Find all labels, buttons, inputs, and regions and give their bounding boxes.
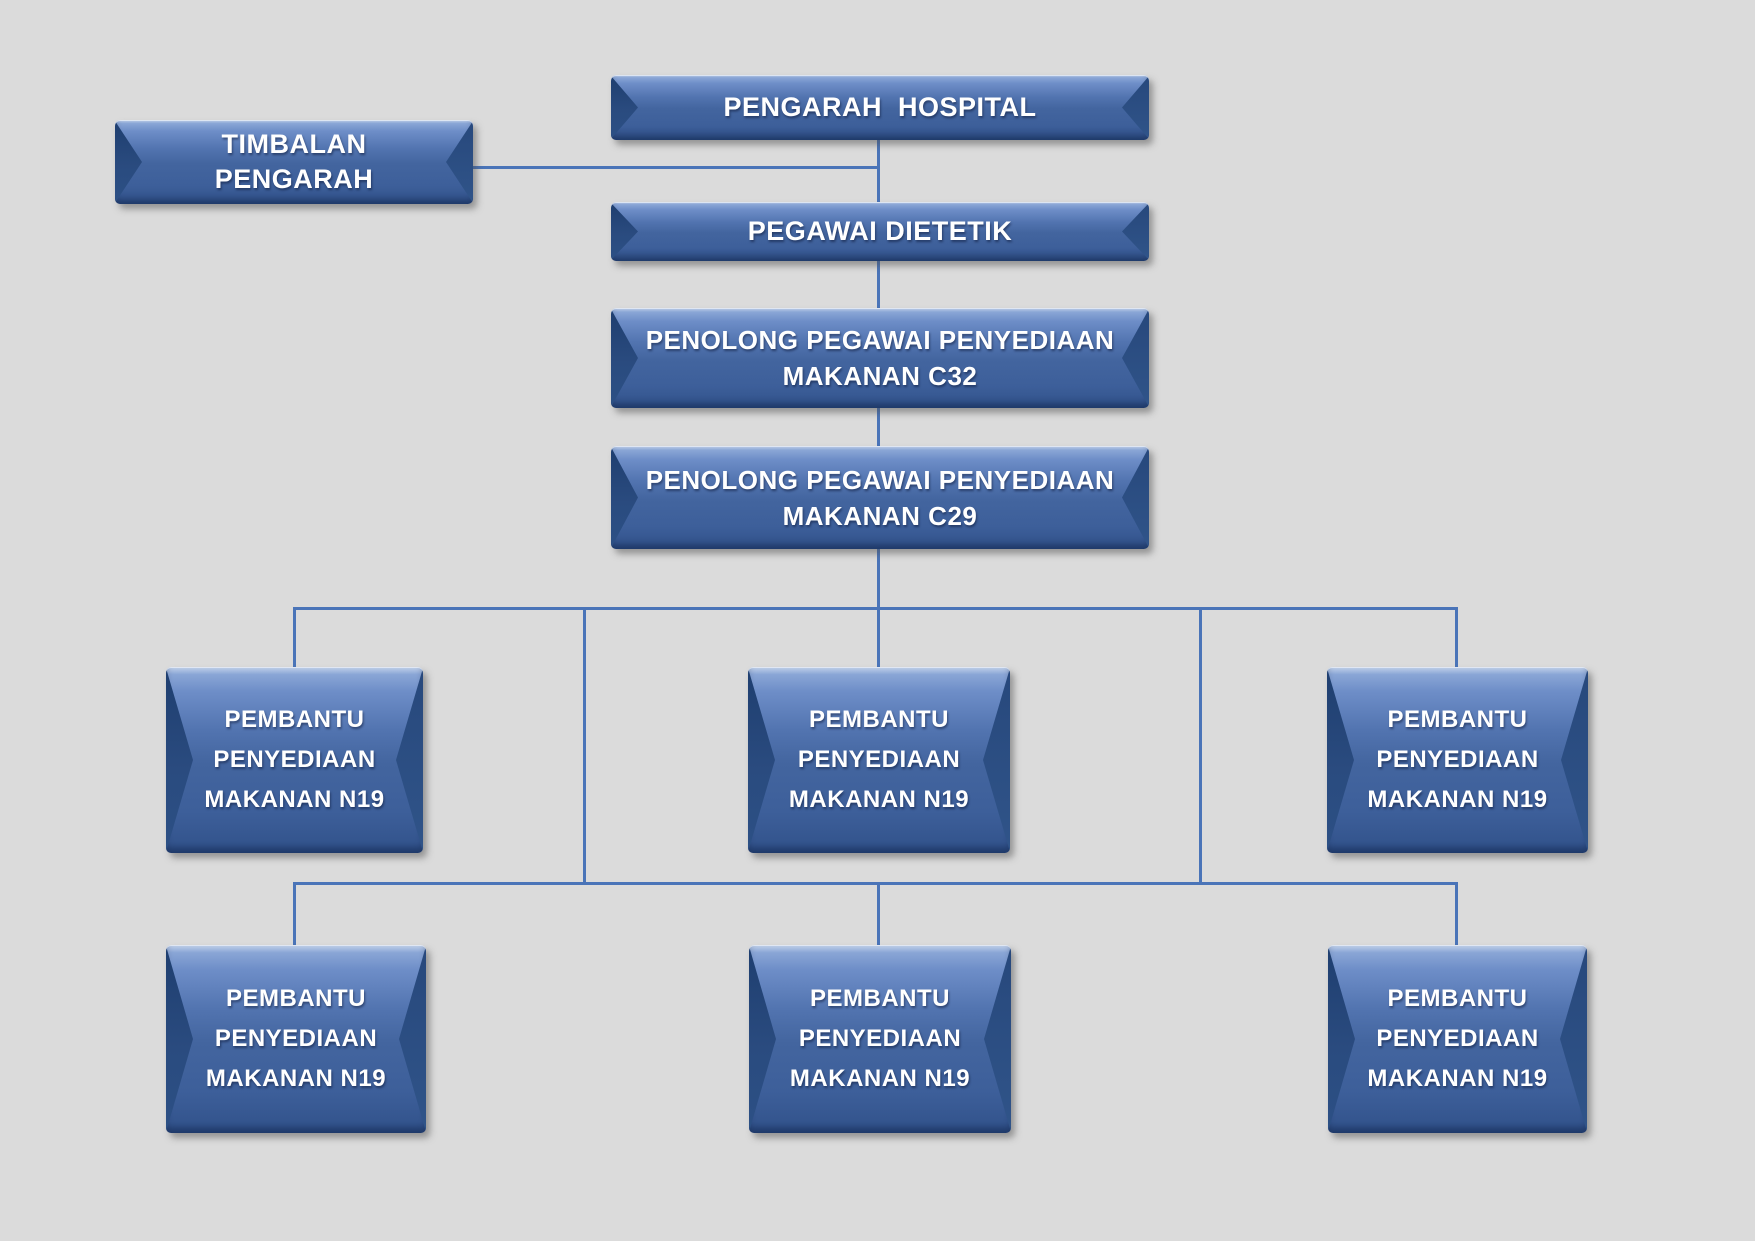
branch2-drop-right: [1455, 882, 1458, 945]
org-node-penolong-c29: PENOLONG PEGAWAI PENYEDIAAN MAKANAN C29: [611, 446, 1149, 549]
connector-c32-to-c29: [877, 408, 880, 446]
node-label: MAKANAN C29: [782, 500, 978, 531]
org-node-pembantu-row1-center: PEMBANTU PENYEDIAAN MAKANAN N19: [748, 667, 1010, 853]
node-label: TIMBALAN PENGARAH: [214, 128, 375, 194]
connector-c29-to-branch1: [877, 549, 880, 608]
branch1-horizontal-line: [293, 607, 1458, 610]
node-label: PENYEDIAAN: [798, 1025, 962, 1052]
node-label: PENOLONG PEGAWAI PENYEDIAAN: [645, 325, 1115, 355]
node-label: PENYEDIAAN: [1376, 746, 1539, 773]
node-label: MAKANAN C32: [782, 361, 978, 391]
node-label: MAKANAN N19: [1367, 786, 1548, 813]
node-label: MAKANAN N19: [789, 1065, 971, 1092]
node-label: PEMBANTU: [809, 706, 949, 733]
org-node-pegawai-dietetik: PEGAWAI DIETETIK: [611, 202, 1149, 261]
org-node-penolong-c32: PENOLONG PEGAWAI PENYEDIAAN MAKANAN C32: [611, 308, 1149, 408]
branch2-drop-center: [877, 882, 880, 945]
node-label: PEMBANTU: [224, 706, 365, 733]
org-node-pembantu-row2-right: PEMBANTU PENYEDIAAN MAKANAN N19: [1328, 945, 1587, 1133]
node-label: PEMBANTU: [1387, 706, 1528, 733]
branch1-drop-center: [877, 607, 880, 667]
org-node-pembantu-row1-right: PEMBANTU PENYEDIAAN MAKANAN N19: [1327, 667, 1588, 853]
node-label: MAKANAN N19: [205, 1065, 387, 1092]
branch1-drop-left: [293, 607, 296, 667]
node-label: PEMBANTU: [810, 985, 950, 1012]
node-label: PEGAWAI DIETETIK: [747, 215, 1013, 246]
branch1-drop-right: [1455, 607, 1458, 667]
node-label: PEMBANTU: [226, 985, 366, 1012]
node-label: PENYEDIAAN: [213, 746, 376, 773]
node-label: PENOLONG PEGAWAI PENYEDIAAN: [645, 464, 1115, 495]
org-node-pengarah-hospital: PENGARAH HOSPITAL: [611, 75, 1149, 140]
branch-passthrough-left: [583, 607, 586, 885]
branch2-horizontal-line: [293, 882, 1458, 885]
node-label: PENYEDIAAN: [214, 1025, 378, 1052]
connector-timbalan-branch: [473, 166, 879, 169]
node-label: MAKANAN N19: [204, 786, 385, 813]
branch-passthrough-right: [1199, 607, 1202, 885]
org-node-pembantu-row2-left: PEMBANTU PENYEDIAAN MAKANAN N19: [166, 945, 426, 1133]
node-label: PENYEDIAAN: [1376, 1025, 1539, 1052]
node-label: MAKANAN N19: [1367, 1065, 1548, 1092]
connector-dietetik-to-c32: [877, 261, 880, 308]
org-node-pembantu-row1-left: PEMBANTU PENYEDIAAN MAKANAN N19: [166, 667, 423, 853]
node-label: PENGARAH HOSPITAL: [723, 91, 1037, 122]
node-label: PENYEDIAAN: [797, 746, 961, 773]
org-node-timbalan-pengarah: TIMBALAN PENGARAH: [115, 120, 473, 204]
branch2-drop-left: [293, 882, 296, 945]
org-node-pembantu-row2-center: PEMBANTU PENYEDIAAN MAKANAN N19: [749, 945, 1011, 1133]
connector-pengarah-to-dietetik: [877, 140, 880, 202]
node-label: MAKANAN N19: [788, 786, 970, 813]
node-label: PEMBANTU: [1387, 985, 1528, 1012]
